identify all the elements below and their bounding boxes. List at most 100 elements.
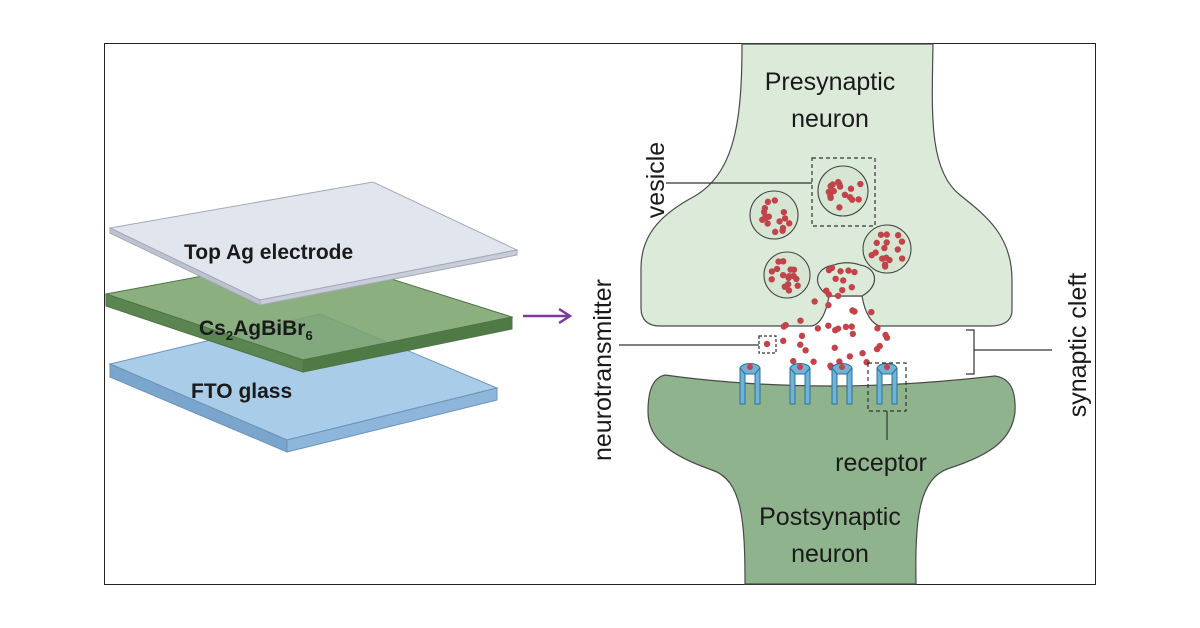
vesicle-neurotransmitter-dot [873,239,880,247]
neurotransmitter-dot [798,332,806,340]
bound-neurotransmitter-dot [797,364,803,370]
vesicle-neurotransmitter-dot [878,255,886,262]
presynaptic-label-line1: Presynaptic [765,68,896,96]
perovskite-label: Cs2AgBiBr6 [199,317,313,343]
vesicle-neurotransmitter-dot [872,249,879,256]
neurotransmitter-dot [814,325,822,332]
neurotransmitter-dot [874,325,881,332]
vesicle [862,224,912,274]
vesicle [749,190,799,240]
vesicle-label: vesicle [642,142,670,218]
vesicle-neurotransmitter-dot [785,287,793,294]
vesicle-neurotransmitter-dot [830,187,837,195]
neurotransmitter-dot [810,358,817,365]
receptor [831,363,853,405]
bound-neurotransmitter-dot [747,364,753,370]
synaptic-cleft-label: synaptic cleft [1064,273,1092,418]
neurotransmitter-dot [797,341,804,348]
vesicle-neurotransmitter-dot [894,246,901,253]
vesicle-neurotransmitter-dot [883,231,890,238]
vesicle-neurotransmitter-dot [765,213,773,220]
vesicle-neurotransmitter-dot [764,198,772,206]
receptor-group [739,363,898,405]
neurotransmitter-dot [780,337,787,345]
vesicle-neurotransmitter-dot [835,178,842,186]
neurotransmitter-dot [834,292,842,300]
receptor-label: receptor [835,449,927,477]
neurotransmitter-dot [882,331,889,339]
neurotransmitter-dot [845,267,852,274]
vesicle-neurotransmitter-dot [785,220,793,227]
neurotransmitter-dot [825,301,832,309]
bound-neurotransmitter-dot [839,364,845,370]
vesicle-neurotransmitter-dot [768,268,776,275]
vesicle-neurotransmitter-dot [883,239,890,246]
vesicle-neurotransmitter-dot [881,244,888,252]
neurotransmitter-dot [840,277,847,284]
vesicle-neurotransmitter-dot [793,275,800,283]
neurotransmitter-dot [868,308,875,316]
vesicle-neurotransmitter-dot [784,280,792,288]
neurotransmitter-dot [832,326,839,334]
neurotransmitter-dot [763,340,771,348]
neurotransmitter-dot [848,283,856,291]
vesicle-neurotransmitter-dot [877,231,885,238]
neurotransmitter-dot [873,345,881,353]
device-stack: Top Ag electrode Cs2AgBiBr6 FTO glass [104,181,519,453]
receptor [876,363,898,405]
bound-neurotransmitter-dot [884,364,890,370]
vesicle-neurotransmitter-dot [787,266,794,273]
vesicle-neurotransmitter-dot [881,263,889,270]
vesicle-neurotransmitter-dot [898,255,906,262]
vesicle-neurotransmitter-dot [841,191,849,199]
vesicle-neurotransmitter-dot [847,185,855,192]
vesicle-neurotransmitter-dot [771,197,779,204]
vesicle-neurotransmitter-dot [886,256,893,264]
receptor [739,363,761,405]
synaptic-cleft-bracket [966,329,1052,375]
ag-electrode-layer [108,181,519,306]
vesicle-neurotransmitter-dot [836,204,843,211]
transition-arrow [523,307,573,325]
neurotransmitter-dot [780,323,788,330]
figure-frame [104,43,1096,585]
neurotransmitter-dot [859,350,866,357]
neurotransmitter-dot [811,298,818,305]
vesicle-neurotransmitter-dot [772,228,779,236]
receptor [789,363,811,405]
vesicle-neurotransmitter-dot [827,182,834,190]
vesicle-group [749,165,912,299]
vesicle-neurotransmitter-dot [848,196,856,203]
vesicle-highlight-box [811,157,876,227]
neurotransmitter-dot [851,308,858,315]
vesicle-neurotransmitter-dot [761,204,769,212]
neurotransmitter-dot [825,322,832,329]
neurotransmitter-dot [848,323,855,330]
neurotransmitter-dot [790,357,797,365]
neurotransmitter-highlight-box [758,335,777,354]
neurotransmitter-label: neurotransmitter [589,279,617,461]
presynaptic-label-line2: neuron [791,105,869,133]
vesicle-neurotransmitter-dot [855,196,862,203]
vesicle-neurotransmitter-dot [780,258,787,265]
vesicle-neurotransmitter-dot [776,218,783,225]
vesicle [763,251,811,299]
neurotransmitter-dot [846,353,854,360]
neurotransmitter-dot [825,266,833,274]
vesicle-neurotransmitter-dot [898,238,906,245]
neurotransmitter-dot [842,323,850,331]
postsynaptic-label-line2: neuron [791,540,869,568]
vesicle-neurotransmitter-dot [827,194,834,202]
fto-glass-label: FTO glass [191,380,292,403]
vesicle-neurotransmitter-dot [764,220,771,227]
vesicle-neurotransmitter-dot [780,208,788,216]
vesicle-neurotransmitter-dot [773,265,781,273]
neurotransmitter-cloud [763,264,891,371]
vesicle-neurotransmitter-dot [759,216,766,223]
vesicle-neurotransmitter-dot [779,224,787,232]
neurotransmitter-dot [863,359,870,366]
vesicle-neurotransmitter-dot [857,180,864,188]
neurotransmitter-dot [832,275,839,282]
vesicle-neurotransmitter-dot [768,276,775,283]
